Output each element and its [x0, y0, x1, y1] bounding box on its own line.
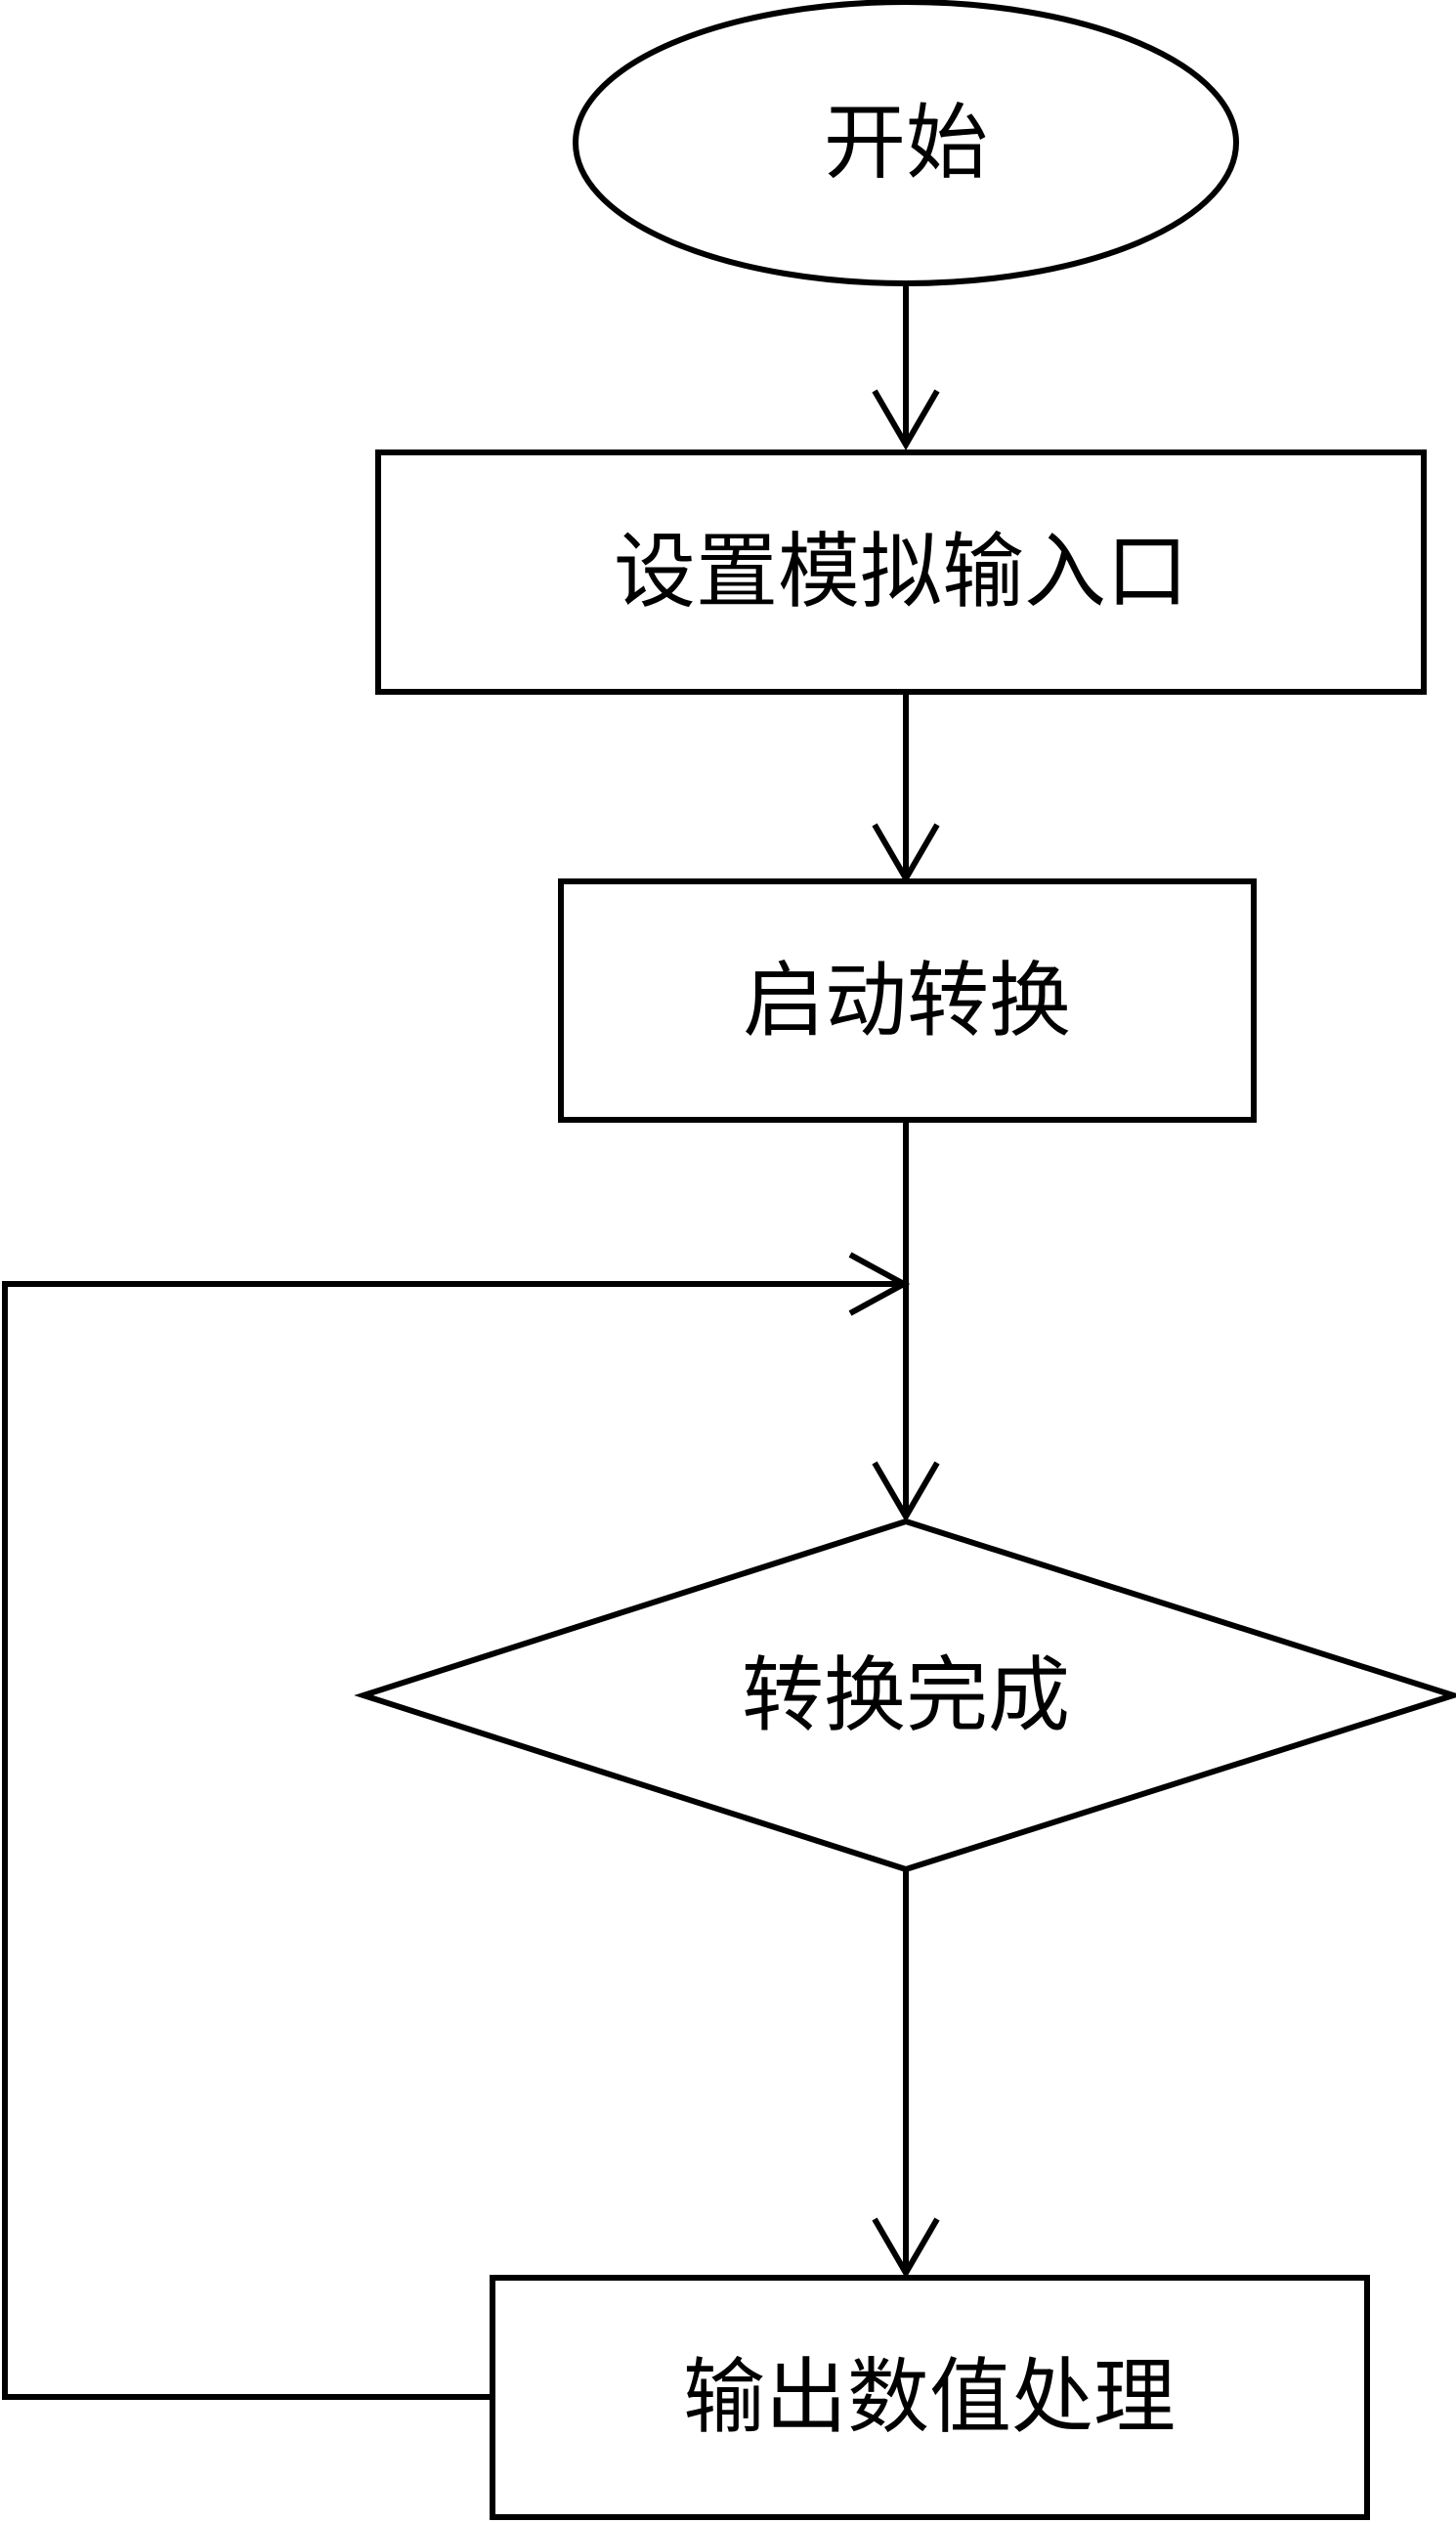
start-label: 开始 [824, 95, 988, 191]
edge-loop-back [2, 1281, 906, 2400]
start-ellipse [573, 0, 1239, 286]
conversion-done-label: 转换完成 [742, 1647, 1070, 1743]
arrowhead-decision [872, 1461, 940, 1522]
output-process-box [490, 2275, 1370, 2520]
start-conversion-box [558, 878, 1257, 1123]
node-start-conversion: 启动转换 [558, 878, 1257, 1123]
start-conversion-label: 启动转换 [743, 953, 1071, 1048]
arrowhead-setup-input [872, 389, 940, 450]
node-conversion-done: 转换完成 [354, 1518, 1456, 1873]
node-output-process: 输出数值处理 [490, 2275, 1370, 2520]
conversion-done-diamond [354, 1518, 1456, 1873]
node-setup-input: 设置模拟输入口 [375, 449, 1427, 695]
arrowhead-loop-back [848, 1252, 911, 1316]
output-process-label: 输出数值处理 [683, 2349, 1176, 2445]
setup-input-box [375, 449, 1427, 695]
setup-input-label: 设置模拟输入口 [614, 524, 1188, 620]
node-start: 开始 [573, 0, 1239, 286]
arrowhead-output-process [872, 2217, 940, 2279]
